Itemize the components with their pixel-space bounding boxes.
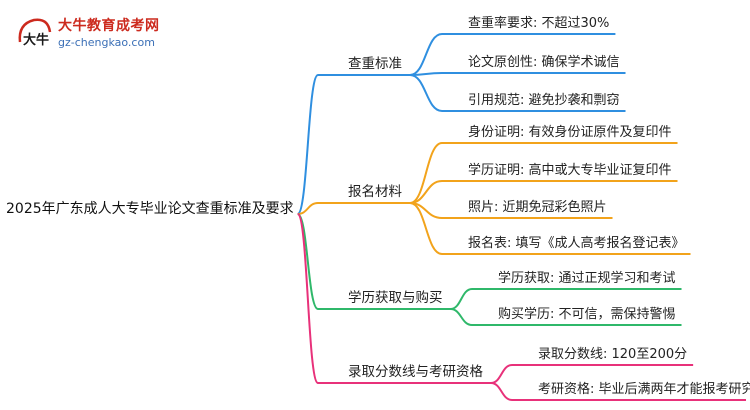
leaf-form: 报名表: 填写《成人高考报名登记表》: [468, 236, 685, 251]
leaf-education-proof: 学历证明: 高中或大专毕业证复印件: [468, 163, 672, 178]
leaf-id-proof: 身份证明: 有效身份证原件及复印件: [468, 125, 672, 140]
logo-url: gz-chengkao.com: [58, 36, 155, 49]
leaf-postgrad: 考研资格: 毕业后满两年才能报考研究生: [538, 382, 750, 397]
leaf-connector-1-1: [409, 33, 443, 76]
svg-text:大牛: 大牛: [23, 32, 49, 48]
leaf-connector-3-1: [450, 288, 473, 310]
branch-admission: 录取分数线与考研资格: [348, 364, 483, 380]
branch-connector-2: [297, 202, 319, 215]
leaf-degree-buy: 购买学历: 不可信，需保持警惕: [498, 307, 676, 322]
leaf-connector-1-3: [409, 74, 443, 112]
branch-materials: 报名材料: [348, 184, 402, 200]
mindmap-root: 2025年广东成人大专毕业论文查重标准及要求: [6, 201, 294, 217]
leaf-score-line: 录取分数线: 120至200分: [538, 347, 688, 362]
leaf-connector-2-1: [409, 142, 443, 204]
branch-connector-4: [296, 213, 319, 384]
leaf-connector-2-4: [409, 202, 443, 255]
leaf-connector-3-2: [450, 308, 473, 326]
leaf-originality: 论文原创性: 确保学术诚信: [468, 55, 620, 70]
logo-title: 大牛教育成考网: [58, 18, 160, 34]
leaf-check-rate: 查重率要求: 不超过30%: [468, 16, 610, 31]
site-logo[interactable]: 大牛 大牛教育成考网 gz-chengkao.com: [8, 14, 178, 56]
branch-connector-1: [296, 74, 319, 215]
leaf-photo: 照片: 近期免冠彩色照片: [468, 200, 607, 215]
logo-mark-icon: 大牛: [18, 18, 52, 48]
leaf-connector-4-1: [490, 364, 513, 384]
leaf-citation: 引用规范: 避免抄袭和剽窃: [468, 93, 620, 108]
branch-degree: 学历获取与购买: [348, 290, 443, 306]
leaf-degree-obtain: 学历获取: 通过正规学习和考试: [498, 271, 676, 286]
leaf-connector-4-2: [490, 382, 513, 401]
branch-check-standard: 查重标准: [348, 56, 402, 72]
